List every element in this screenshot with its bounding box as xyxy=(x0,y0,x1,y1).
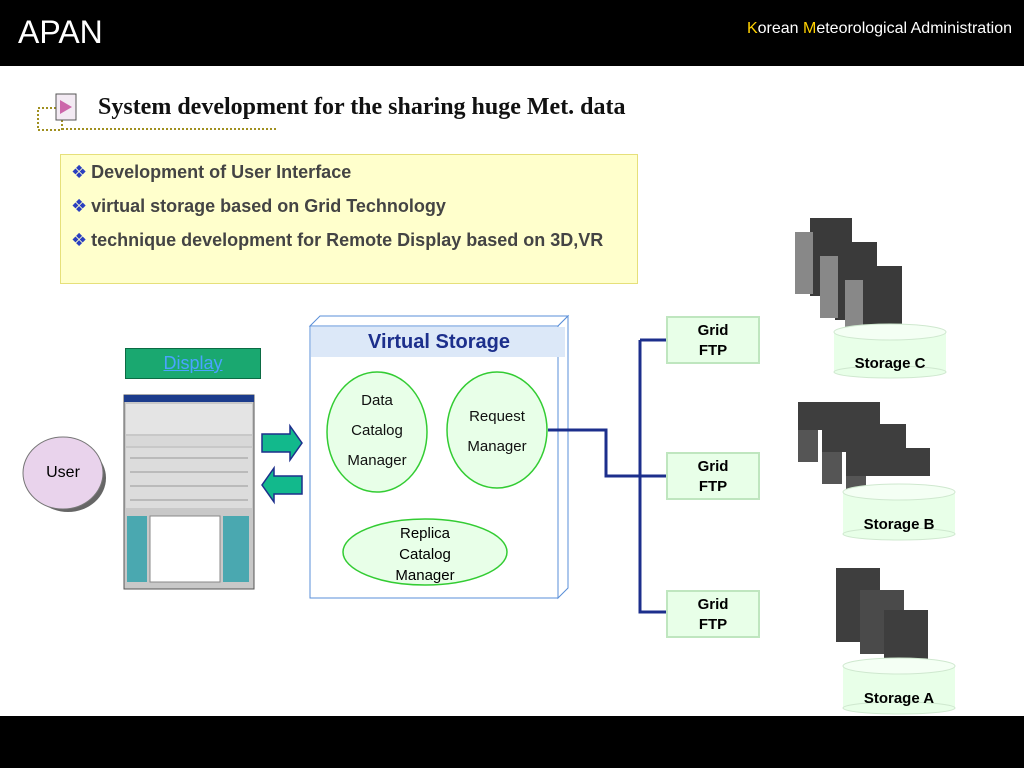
diamond-bullet-icon: ❖ xyxy=(71,162,88,182)
footer-organization: Korean Meteorological Administration xyxy=(746,20,1012,37)
storage-c-label: Storage C xyxy=(854,355,926,372)
app-title: APAN xyxy=(18,14,103,50)
diamond-bullet-icon: ❖ xyxy=(71,196,88,216)
user-ellipse xyxy=(22,436,106,512)
replica-catalog-ellipse xyxy=(342,518,508,586)
storage-b-cylinder xyxy=(842,483,956,541)
request-manager-ellipse xyxy=(446,371,548,489)
user-label: User xyxy=(46,464,80,481)
tower-servers-icon xyxy=(795,218,902,330)
slide-heading: System development for the sharing huge … xyxy=(98,94,626,120)
rack-servers-icon xyxy=(798,402,930,492)
storage-b-label: Storage B xyxy=(863,516,935,533)
display-app-window xyxy=(123,394,255,590)
bullet-item: ❖virtual storage based on Grid Technolog… xyxy=(71,196,446,216)
arrow-right-icon xyxy=(261,423,303,463)
connector-lines xyxy=(548,338,666,614)
storage-a-label: Storage A xyxy=(863,690,935,707)
arrow-left-icon xyxy=(261,465,303,505)
data-catalog-ellipse xyxy=(326,371,428,493)
cabinet-servers-icon xyxy=(836,568,928,662)
footer-bar xyxy=(0,716,1024,768)
heading-decoration xyxy=(37,93,276,131)
diamond-bullet-icon: ❖ xyxy=(71,230,88,250)
bullet-list: ❖Development of User Interface ❖virtual … xyxy=(60,154,638,284)
storage-c-cylinder xyxy=(833,323,947,379)
top-bar xyxy=(0,0,1024,66)
bullet-item: ❖Development of User Interface xyxy=(71,162,352,182)
bullet-item: ❖technique development for Remote Displa… xyxy=(71,230,604,250)
play-bullet-icon xyxy=(55,93,77,121)
virtual-storage-title: Virtual Storage xyxy=(368,331,510,353)
storage-a-cylinder xyxy=(842,657,956,715)
display-link[interactable]: Display xyxy=(125,348,261,379)
